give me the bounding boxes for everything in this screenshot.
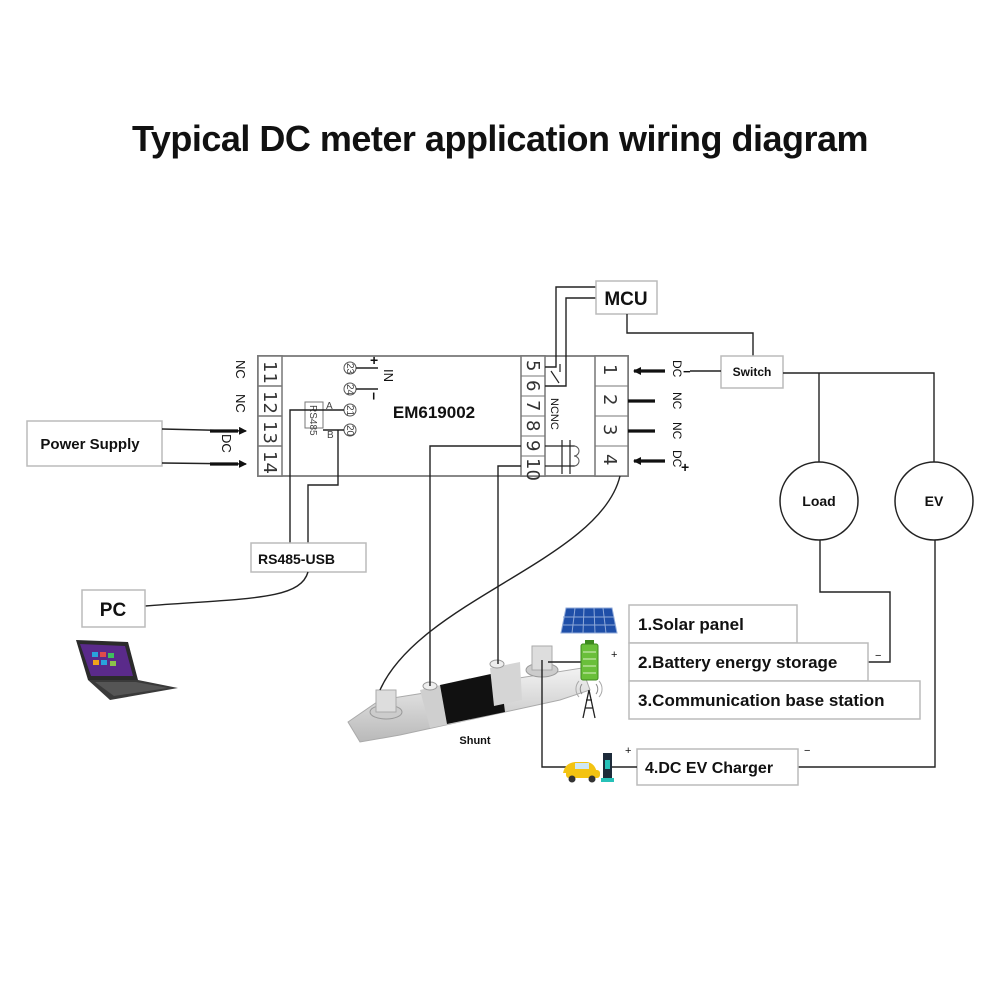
terminal-4-label: DC <box>670 450 684 468</box>
terminal-23: 23 <box>344 363 355 375</box>
switch[interactable]: Switch <box>720 355 784 389</box>
battery-icon <box>580 640 599 681</box>
terminal-4: 4 <box>599 454 620 465</box>
relay-terminal-block: 5 6 7 8 9 10 NCNC <box>520 286 598 481</box>
rs485-a-label: A <box>326 401 333 412</box>
terminal-7: 7 <box>522 400 543 411</box>
terminal-11: 11 <box>259 361 280 384</box>
charger-minus-sign: − <box>804 745 810 757</box>
source-dc-ev-charger[interactable]: 4.DC EV Charger <box>636 748 799 786</box>
rs485-usb-label: RS485-USB <box>258 551 335 567</box>
terminal-12: 12 <box>259 391 280 414</box>
load-label: Load <box>802 493 835 509</box>
source-solar-panel[interactable]: 1.Solar panel <box>628 604 798 644</box>
battery-minus-sign: − <box>875 650 881 662</box>
shunt-terminal-4-wire <box>379 475 621 691</box>
load[interactable]: Load <box>779 461 859 541</box>
mcu[interactable]: MCU <box>595 280 658 315</box>
diagram-title: Typical DC meter application wiring diag… <box>132 118 869 159</box>
ev-car-icon <box>563 762 600 783</box>
terminal-9: 9 <box>522 440 543 451</box>
power-supply[interactable]: Power Supply <box>26 420 163 467</box>
inner-terminals: 23 24 21 20 + − IN <box>343 352 396 437</box>
charger-plus-sign: + <box>625 745 631 757</box>
terminal-6: 6 <box>522 380 543 391</box>
battery-plus-sign: + <box>611 649 617 661</box>
pc[interactable]: PC <box>81 589 146 628</box>
source-solar-panel-label: 1.Solar panel <box>638 615 744 634</box>
source-battery-storage-label: 2.Battery energy storage <box>638 653 837 672</box>
dc-minus-sign: − <box>683 364 691 379</box>
rs485-block: RS485 A B <box>289 401 344 545</box>
left-terminal-block: 11 12 13 14 NC NC DC <box>219 355 283 477</box>
terminal-3: 3 <box>599 424 620 435</box>
terminal-20: 20 <box>344 425 355 437</box>
shunt: Shunt <box>347 645 591 747</box>
ev-negative-wire <box>798 540 936 768</box>
solar-panel-icon <box>560 607 618 634</box>
dc-plus-sign: + <box>681 459 689 475</box>
ev-label: EV <box>925 493 944 509</box>
pc-label: PC <box>100 600 127 621</box>
rs485-label: RS485 <box>307 405 318 436</box>
load-negative-wire <box>819 540 891 663</box>
mcu-label: MCU <box>604 289 647 310</box>
shunt-sense-wire-9 <box>429 445 521 686</box>
terminal-8: 8 <box>522 420 543 431</box>
source-communication-base-station-label: 3.Communication base station <box>638 691 885 710</box>
relay-nc-label: NCNC <box>548 398 560 430</box>
shunt-ev-wire <box>541 660 566 768</box>
in-minus-sign: − <box>366 392 382 400</box>
in-label: IN <box>381 369 396 382</box>
source-dc-ev-charger-label: 4.DC EV Charger <box>645 760 773 777</box>
ev-charger-icon <box>601 753 614 782</box>
terminal-1-label: DC <box>670 360 684 378</box>
shunt-sense-wire-10 <box>497 465 521 664</box>
terminal-13: 13 <box>259 421 280 444</box>
source-battery-storage[interactable]: 2.Battery energy storage <box>628 642 869 682</box>
usb-cable <box>144 571 309 607</box>
terminal-5: 5 <box>522 360 543 371</box>
terminal-3-label: NC <box>670 422 684 440</box>
terminal-10: 10 <box>522 458 543 481</box>
antenna-tower-icon <box>575 680 603 719</box>
terminal-13-14-label: DC <box>219 434 234 453</box>
laptop-icon <box>76 640 178 700</box>
ev[interactable]: EV <box>894 461 974 541</box>
terminal-2: 2 <box>599 394 620 405</box>
rs485-usb-converter[interactable]: RS485-USB <box>250 542 367 573</box>
meter-model: EM619002 <box>393 403 475 422</box>
terminal-2-label: NC <box>670 392 684 410</box>
right-terminal-block: 1 2 3 4 DC − NC NC DC + <box>594 355 691 477</box>
in-plus-sign: + <box>370 352 378 368</box>
terminal-24: 24 <box>344 384 355 396</box>
terminal-11-label: NC <box>233 360 248 379</box>
shunt-label: Shunt <box>459 735 490 747</box>
mcu-switch-wire <box>626 314 754 356</box>
power-supply-label: Power Supply <box>40 436 140 453</box>
source-communication-base-station[interactable]: 3.Communication base station <box>628 680 921 720</box>
terminal-14: 14 <box>259 451 280 474</box>
rs485-b-label: B <box>327 430 334 441</box>
terminal-12-label: NC <box>233 394 248 413</box>
meter-device: 11 12 13 14 NC NC DC 23 24 21 20 + − IN <box>219 286 691 545</box>
switch-label: Switch <box>733 365 772 379</box>
terminal-21: 21 <box>344 405 355 417</box>
terminal-1: 1 <box>599 364 620 375</box>
